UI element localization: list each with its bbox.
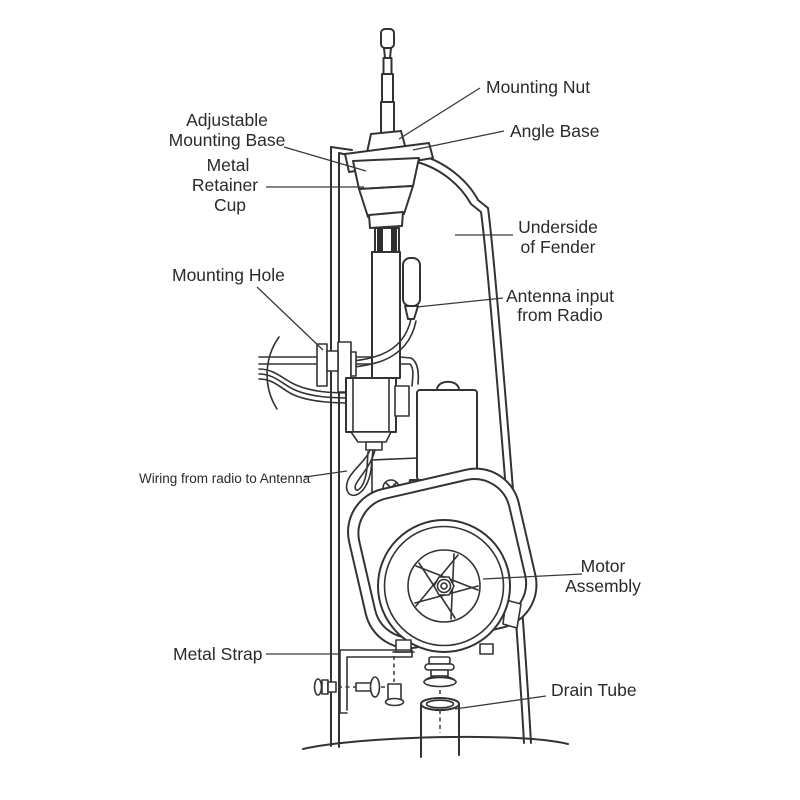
car-body-bottom (302, 735, 569, 750)
label-metal-strap: Metal Strap (173, 644, 262, 664)
svg-text:Adjustable: Adjustable (186, 110, 268, 130)
svg-text:Underside: Underside (518, 217, 598, 237)
antenna-cable-bands (374, 227, 400, 253)
leader-mounting-hole (256, 286, 324, 351)
drain-fitting (423, 656, 457, 733)
metal-retainer-cup-part (352, 157, 420, 229)
label-wiring: Wiring from radio to Antenna (139, 471, 311, 486)
svg-text:Retainer: Retainer (192, 175, 258, 195)
inner-fender-panel (330, 146, 353, 748)
leader-drain-tube (454, 695, 547, 710)
label-underside-of-fender: Underside of Fender (518, 217, 598, 257)
leader-wiring (304, 470, 348, 478)
wire-loop (345, 449, 376, 497)
svg-text:Motor: Motor (581, 556, 626, 576)
svg-text:Mounting Base: Mounting Base (169, 130, 286, 150)
antenna-input-connector (352, 257, 421, 368)
relay-housing (345, 377, 410, 451)
label-antenna-input: Antenna input from Radio (506, 286, 614, 325)
label-mounting-nut: Mounting Nut (486, 77, 590, 97)
leader-antenna-input (416, 297, 504, 308)
label-metal-retainer-cup: Metal Retainer Cup (192, 155, 258, 215)
leader-adjustable-mounting-base (283, 146, 367, 172)
svg-text:Metal: Metal (207, 155, 250, 175)
label-adjustable-mounting-base: Adjustable Mounting Base (169, 110, 286, 150)
label-angle-base: Angle Base (510, 121, 600, 141)
metal-strap-part (339, 649, 413, 714)
drain-tube-part (420, 697, 460, 758)
svg-text:Cup: Cup (214, 195, 246, 215)
label-motor-assembly: Motor Assembly (565, 556, 641, 596)
leader-mounting-nut (398, 87, 481, 140)
svg-text:Antenna input: Antenna input (506, 286, 614, 306)
leader-angle-base (412, 130, 505, 151)
svg-text:of Fender: of Fender (521, 237, 596, 257)
label-drain-tube: Drain Tube (551, 680, 637, 700)
svg-text:Assembly: Assembly (565, 576, 641, 596)
leader-motor-assembly (482, 573, 583, 580)
svg-text:from Radio: from Radio (517, 305, 603, 325)
mounting-bolt (313, 656, 405, 707)
antenna-mast (380, 28, 395, 135)
motor-drum (377, 519, 522, 655)
label-mounting-hole: Mounting Hole (172, 265, 285, 285)
